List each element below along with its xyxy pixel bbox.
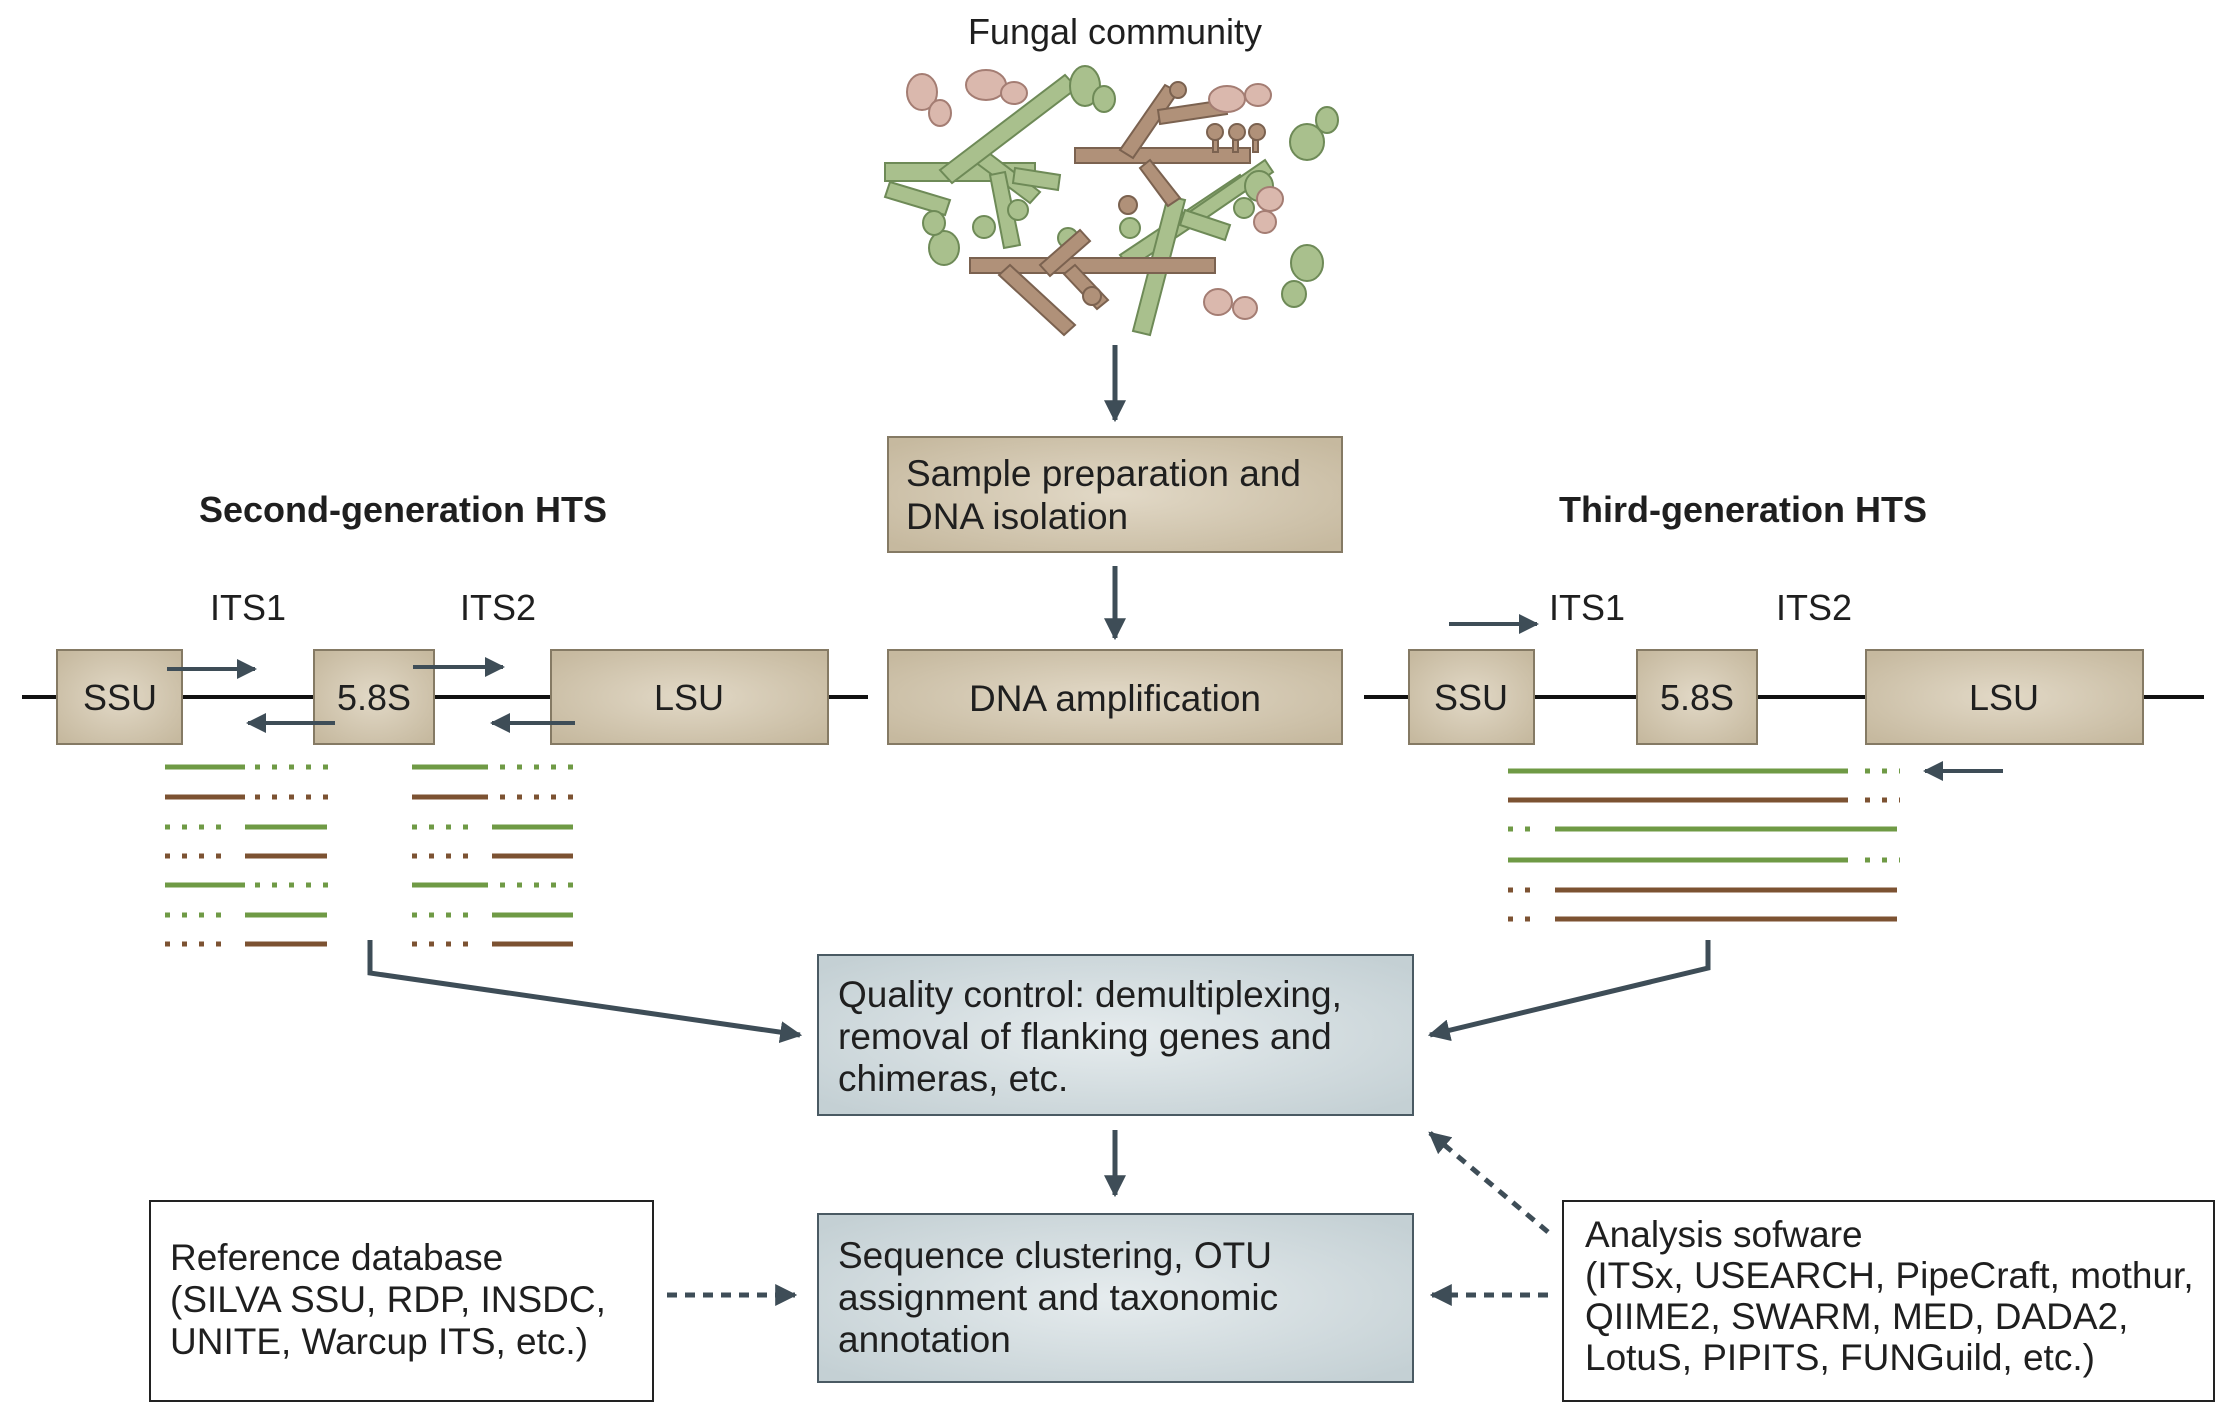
sample-prep-line-2: DNA isolation [906,496,1128,537]
diagram-title: Fungal community [968,11,1262,52]
second-gen-58s-block: 5.8S [313,649,435,745]
third-gen-ssu-label: SSU [1434,677,1508,718]
fungal-community-illustration [883,65,1339,337]
reference-db-line-3: UNITE, Warcup ITS, etc.) [170,1321,588,1362]
second-gen-its1-label: ITS1 [210,587,286,628]
analysis-software-box: Analysis sofware (ITSx, USEARCH, PipeCra… [1562,1200,2215,1402]
reference-db-line-2: (SILVA SSU, RDP, INSDC, [170,1279,606,1320]
qc-line-1: Quality control: demultiplexing, [838,974,1342,1015]
software-line-1: Analysis sofware [1585,1214,1863,1255]
quality-control-box: Quality control: demultiplexing, removal… [817,954,1414,1116]
software-line-4: LotuS, PIPITS, FUNGuild, etc.) [1585,1337,2095,1378]
second-gen-58s-label: 5.8S [337,677,411,718]
third-gen-heading: Third-generation HTS [1559,489,1927,530]
third-gen-lsu-label: LSU [1969,677,2039,718]
third-gen-58s-label: 5.8S [1660,677,1734,718]
sequence-clustering-box: Sequence clustering, OTU assignment and … [817,1213,1414,1383]
second-gen-its2-label: ITS2 [460,587,536,628]
sample-prep-line-1: Sample preparation and [906,453,1301,494]
third-gen-reads [1508,768,1900,922]
arrow-third-gen-to-qc [1427,940,1711,1042]
second-gen-lsu-label: LSU [654,677,724,718]
dna-amplification-label: DNA amplification [969,678,1261,719]
reference-db-line-1: Reference database [170,1237,503,1278]
arrow-second-gen-to-qc [367,940,803,1044]
software-line-2: (ITSx, USEARCH, PipeCraft, mothur, [1585,1255,2194,1296]
second-gen-heading: Second-generation HTS [199,489,607,530]
third-gen-its2-label: ITS2 [1776,587,1852,628]
second-gen-ssu-label: SSU [83,677,157,718]
dna-amplification-box: DNA amplification [887,649,1343,745]
dashed-arrow-software-to-qc [1428,1131,1550,1234]
third-gen-its1-label: ITS1 [1549,587,1625,628]
second-gen-ssu-block: SSU [56,649,183,745]
second-gen-its1-reads [165,764,330,947]
second-gen-its2-reads [412,764,575,947]
software-line-3: QIIME2, SWARM, MED, DADA2, [1585,1296,2128,1337]
third-gen-lsu-block: LSU [1865,649,2144,745]
third-gen-ssu-block: SSU [1408,649,1535,745]
clustering-line-3: annotation [838,1319,1011,1360]
third-gen-58s-block: 5.8S [1636,649,1758,745]
second-gen-lsu-block: LSU [550,649,829,745]
clustering-line-1: Sequence clustering, OTU [838,1235,1272,1276]
qc-line-3: chimeras, etc. [838,1058,1068,1099]
qc-line-2: removal of flanking genes and [838,1016,1332,1057]
reference-database-box: Reference database (SILVA SSU, RDP, INSD… [149,1200,654,1402]
clustering-line-2: assignment and taxonomic [838,1277,1278,1318]
sample-prep-box: Sample preparation and DNA isolation [887,436,1343,553]
